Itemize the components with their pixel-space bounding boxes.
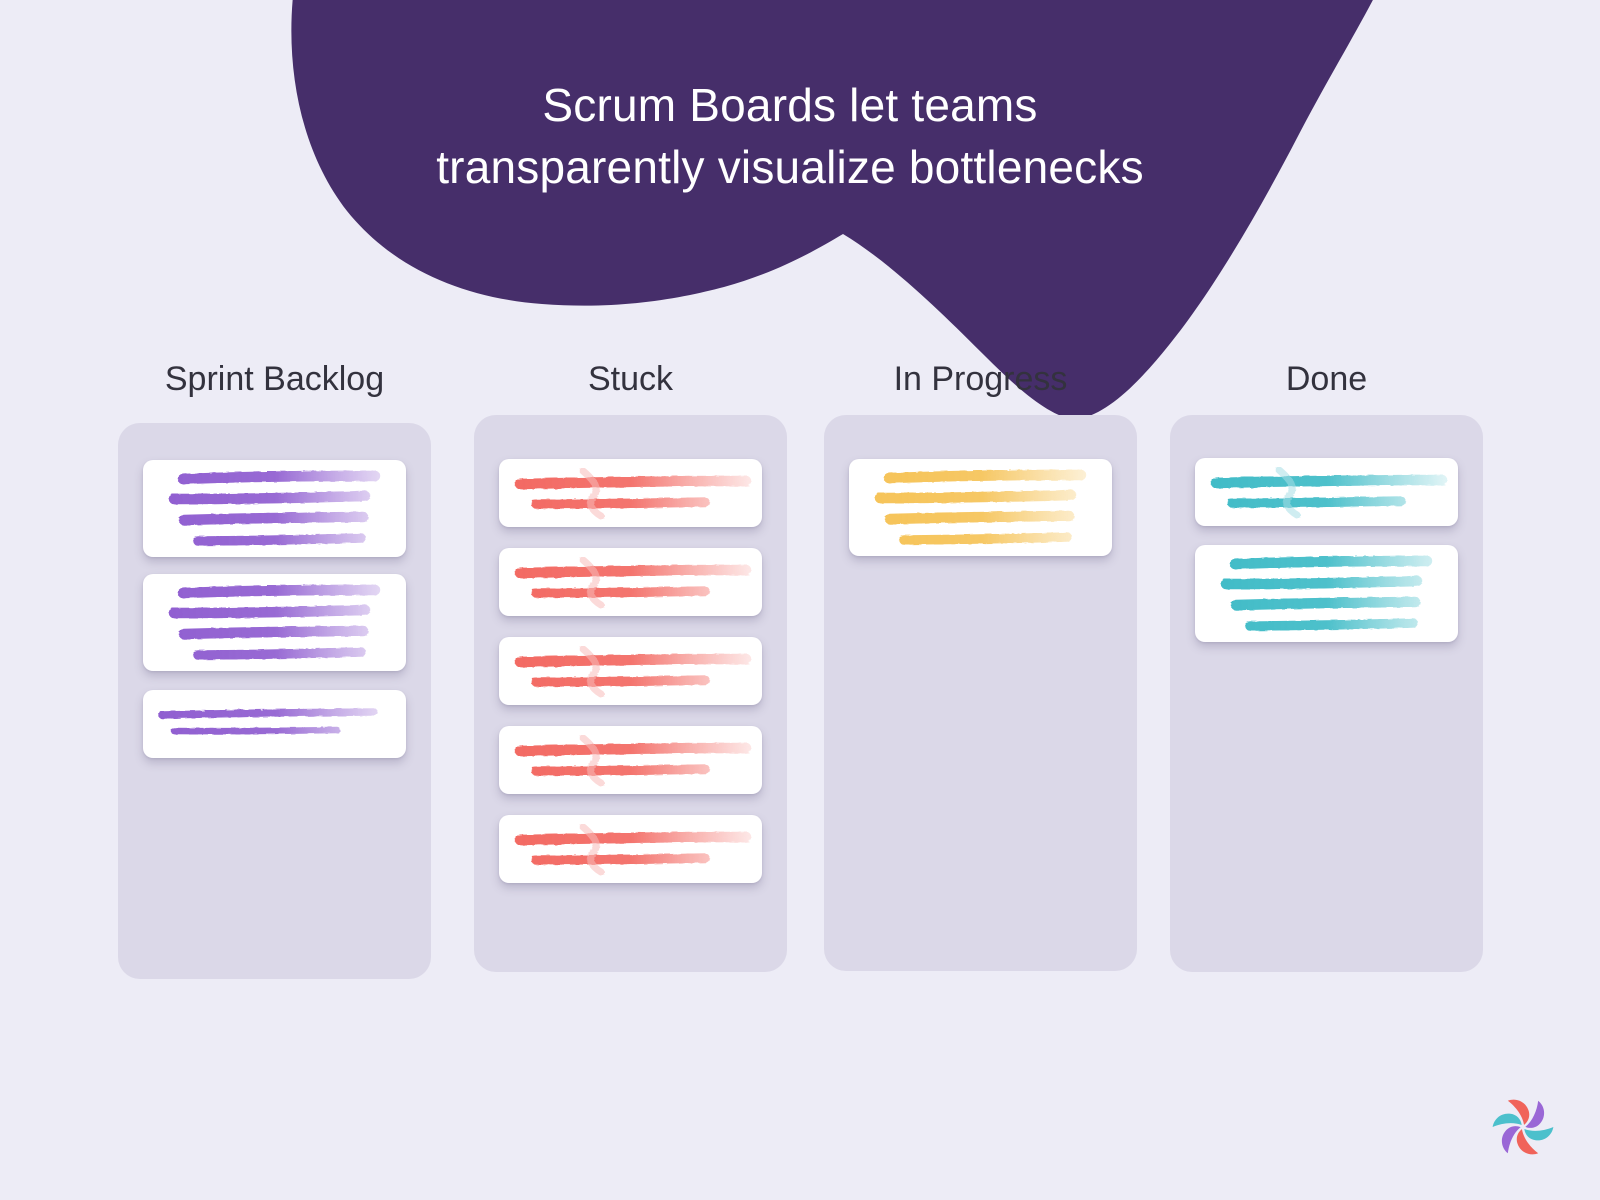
card-scribble — [514, 823, 752, 876]
card-sprint-backlog-2[interactable] — [143, 574, 406, 671]
column-header-done: Done — [1285, 360, 1368, 398]
card-stuck-1[interactable] — [499, 459, 762, 527]
card-sprint-backlog-3[interactable] — [143, 690, 406, 758]
logo-petal-icon — [1492, 1113, 1522, 1127]
card-stuck-2[interactable] — [499, 548, 762, 616]
card-scribble — [514, 556, 752, 609]
column-header-in-progress: In Progress — [893, 360, 1068, 398]
card-scribble — [168, 584, 381, 660]
column-header-stuck: Stuck — [587, 360, 674, 398]
card-scribble — [514, 734, 752, 787]
logo-petal-icon — [1516, 1129, 1539, 1155]
hero-title-line2: transparently visualize bottlenecks — [436, 141, 1144, 193]
card-stuck-5[interactable] — [499, 815, 762, 883]
pinwheel-logo-icon — [1492, 1099, 1554, 1155]
logo-petal-icon — [1507, 1099, 1530, 1125]
logo-petal-icon — [1524, 1127, 1554, 1141]
card-scribble — [1210, 466, 1448, 519]
column-header-sprint-backlog: Sprint Backlog — [164, 360, 385, 398]
logo-petal-icon — [1525, 1100, 1545, 1128]
card-stuck-4[interactable] — [499, 726, 762, 794]
card-scribble — [168, 470, 381, 546]
card-scribble — [874, 469, 1087, 545]
card-sprint-backlog-1[interactable] — [143, 460, 406, 557]
hero-title-line1: Scrum Boards let teams — [542, 79, 1038, 131]
card-in-progress-1[interactable] — [849, 459, 1112, 556]
blob-path — [291, 0, 1373, 420]
logo-petal-icon — [1501, 1126, 1521, 1154]
hero-title: Scrum Boards let teams transparently vis… — [300, 74, 1280, 198]
card-scribble — [514, 467, 752, 520]
card-scribble — [158, 708, 378, 735]
card-scribble — [514, 645, 752, 698]
card-scribble — [1220, 555, 1433, 631]
card-done-1[interactable] — [1195, 458, 1458, 526]
card-done-2[interactable] — [1195, 545, 1458, 642]
card-stuck-3[interactable] — [499, 637, 762, 705]
